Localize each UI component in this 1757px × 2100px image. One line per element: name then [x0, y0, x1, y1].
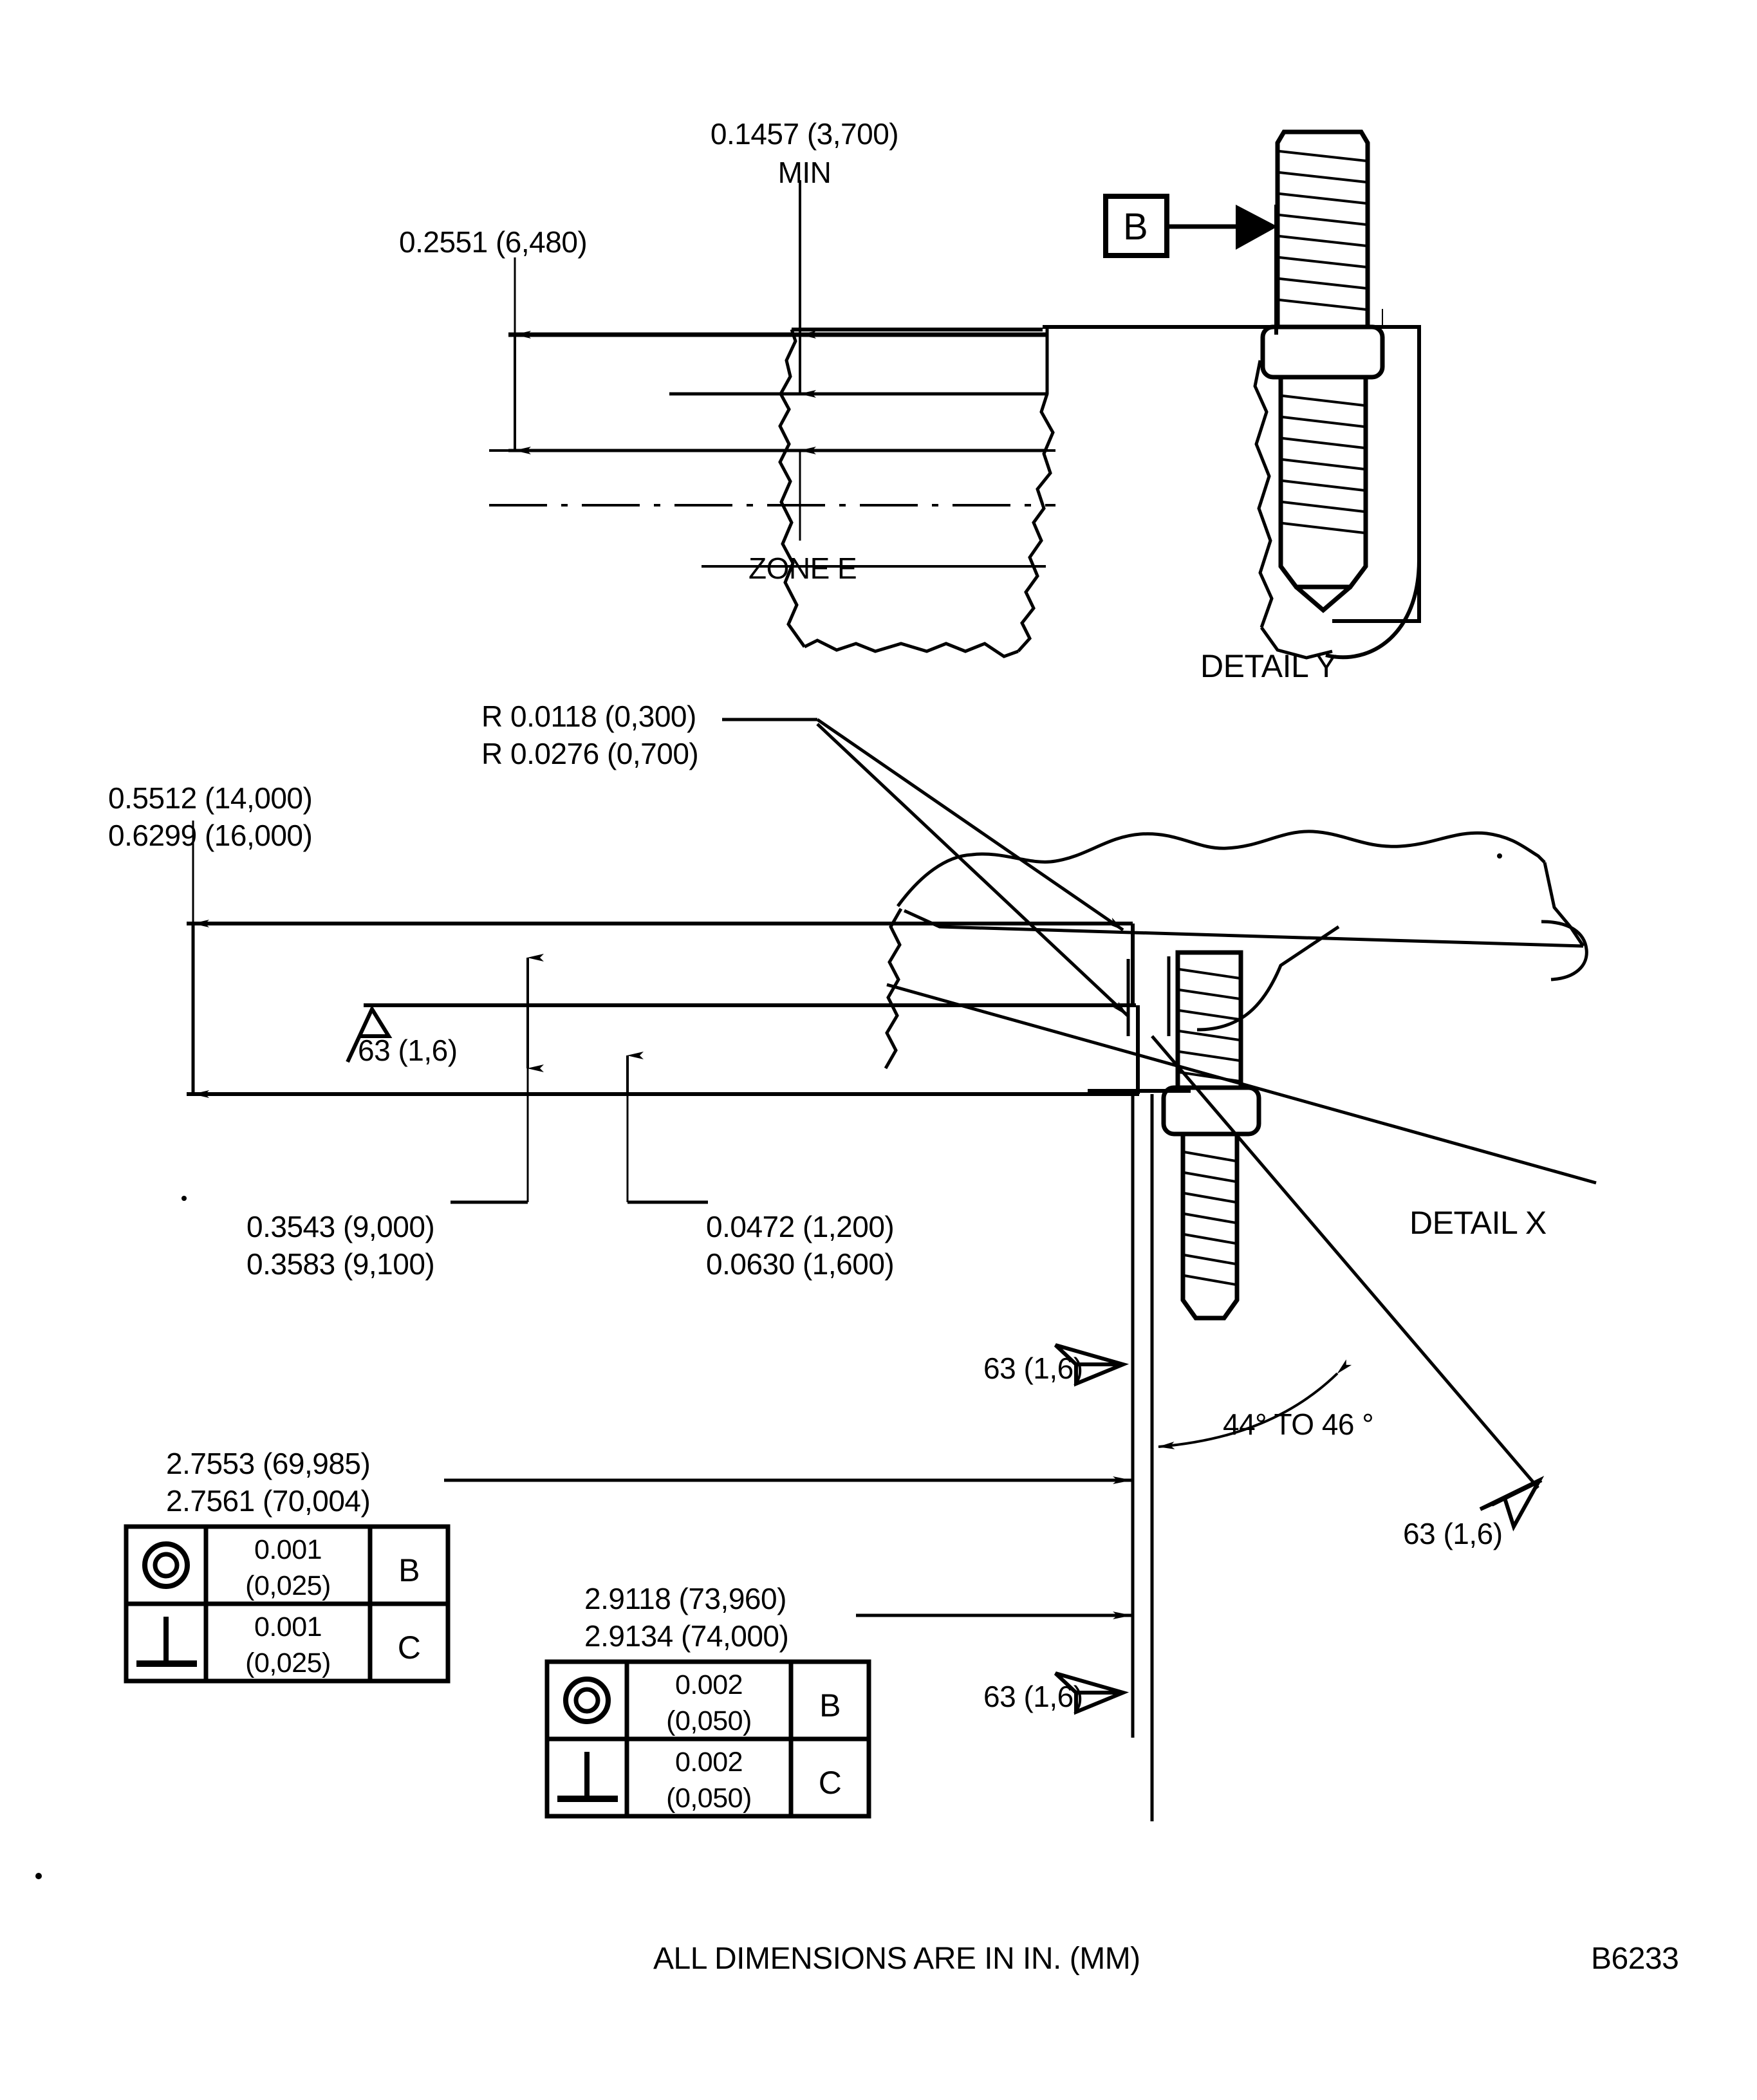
scan-artifacts — [35, 853, 1502, 1879]
right-step-dimension-2: 0.0630 (1,600) — [706, 1247, 895, 1281]
gdt-table-2-row-1-datum: B — [819, 1687, 841, 1724]
radius-callout-2: R 0.0276 (0,700) — [481, 737, 699, 770]
detail-y-title: DETAIL Y — [1200, 648, 1337, 684]
gdt-table-2-row-2-datum: C — [818, 1765, 842, 1801]
detail-y-dimension-lines — [514, 180, 816, 541]
gdt-table-1-row-2-tolerance-inch: 0.001 — [254, 1612, 322, 1642]
diameter-dimension-2-a: 2.9118 (73,960) — [584, 1582, 786, 1615]
left-step-dimension-1: 0.3543 (9,000) — [246, 1210, 435, 1243]
surface-finish-mid-right: 63 (1,6) — [983, 1352, 1083, 1385]
detail-x-dimension-lines — [191, 821, 708, 1204]
datum-b-leader — [1103, 194, 1278, 335]
detail-y-stud — [1260, 129, 1385, 613]
gdt-table-2-frame — [544, 1659, 871, 1819]
dimension-0-1457-min: 0.1457 (3,700) — [710, 117, 899, 151]
diameter-dimension-2-b: 2.9134 (74,000) — [584, 1619, 789, 1653]
surface-finish-lower-right: 63 (1,6) — [983, 1680, 1083, 1713]
gdt-table-2-row-2-tolerance-mm: (0,050) — [666, 1783, 752, 1814]
gdt-table-1-row-2-datum: C — [397, 1630, 421, 1666]
detail-y-geometry — [489, 332, 1055, 568]
surface-finish-symbol-upper — [346, 1005, 393, 1063]
diameter-dimension-1-b: 2.7561 (70,004) — [166, 1484, 371, 1518]
zone-e-label: ZONE E — [748, 552, 857, 585]
detail-x-stud — [1161, 950, 1261, 1321]
datum-b-label: B — [1123, 206, 1148, 248]
diameter-dimension-1-a: 2.7553 (69,985) — [166, 1447, 371, 1480]
height-dimension-2: 0.6299 (16,000) — [108, 819, 313, 852]
gdt-table-2-row-1-tolerance-mm: (0,050) — [666, 1705, 752, 1736]
angle-dimension — [1151, 1035, 1539, 1489]
footer-note: ALL DIMENSIONS ARE IN IN. (MM) — [653, 1942, 1140, 1976]
surface-finish-upper-left: 63 (1,6) — [358, 1034, 458, 1067]
right-step-dimension-1: 0.0472 (1,200) — [706, 1210, 895, 1243]
gdt-table-1-row-1-datum: B — [398, 1552, 420, 1588]
drawing-number: B6233 — [1591, 1942, 1679, 1976]
gdt-table-1-row-1-tolerance-inch: 0.001 — [254, 1534, 322, 1565]
surface-finish-angled: 63 (1,6) — [1403, 1517, 1503, 1550]
detail-x-title: DETAIL X — [1409, 1205, 1547, 1241]
diameter-dimension-lines — [444, 1476, 1132, 1619]
gdt-table-1-row-1-tolerance-mm: (0,025) — [245, 1570, 331, 1601]
gdt-table-1-frame — [124, 1524, 451, 1684]
radius-callout-1: R 0.0118 (0,300) — [481, 700, 696, 733]
gdt-table-2-row-2-tolerance-inch: 0.002 — [674, 1747, 743, 1778]
left-step-dimension-2: 0.3583 (9,100) — [246, 1247, 435, 1281]
dimension-0-1457-min-qualifier: MIN — [777, 156, 832, 189]
radius-leader-lines — [722, 718, 1129, 1017]
detail-y-part-body — [778, 325, 1421, 660]
height-dimension-1: 0.5512 (14,000) — [108, 781, 313, 815]
gdt-table-2-row-1-tolerance-inch: 0.002 — [674, 1669, 743, 1700]
dimension-0-2551: 0.2551 (6,480) — [399, 225, 588, 259]
gdt-table-1-row-2-tolerance-mm: (0,025) — [245, 1648, 331, 1678]
angle-callout: 44° TO 46 ° — [1223, 1408, 1374, 1441]
